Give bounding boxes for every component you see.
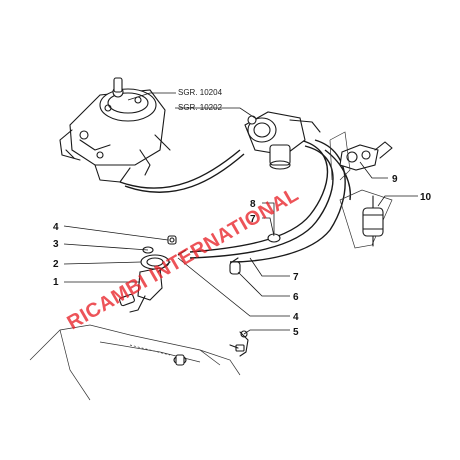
callout-9: 9 — [392, 174, 398, 185]
ref-sgr-10202: SGR. 10202 — [178, 103, 223, 112]
vehicle-body-outline — [29, 324, 241, 401]
callout-4-bottom: 4 — [293, 312, 299, 323]
fuel-hoses — [119, 139, 352, 263]
callout-10: 10 — [420, 192, 432, 203]
fuel-pump-assembly — [119, 235, 177, 313]
callout-7-upper: 7 — [250, 214, 256, 225]
callout-8: 8 — [250, 199, 256, 210]
callout-5: 5 — [293, 327, 299, 338]
carburetor-assembly — [59, 77, 171, 183]
callout-6: 6 — [293, 292, 299, 303]
leader-lines — [63, 92, 418, 335]
callout-3: 3 — [53, 239, 59, 250]
ref-sgr-10204: SGR. 10204 — [178, 88, 223, 97]
fuel-filter — [339, 189, 393, 249]
pressure-regulator — [244, 111, 321, 170]
hose-clamp-bracket — [329, 131, 393, 181]
callout-2: 2 — [53, 259, 59, 270]
callout-1: 1 — [53, 277, 59, 288]
callout-7-right: 7 — [293, 272, 299, 283]
wiring-connector — [229, 330, 249, 357]
callout-4-left: 4 — [53, 222, 59, 233]
hose-connector — [229, 257, 241, 275]
